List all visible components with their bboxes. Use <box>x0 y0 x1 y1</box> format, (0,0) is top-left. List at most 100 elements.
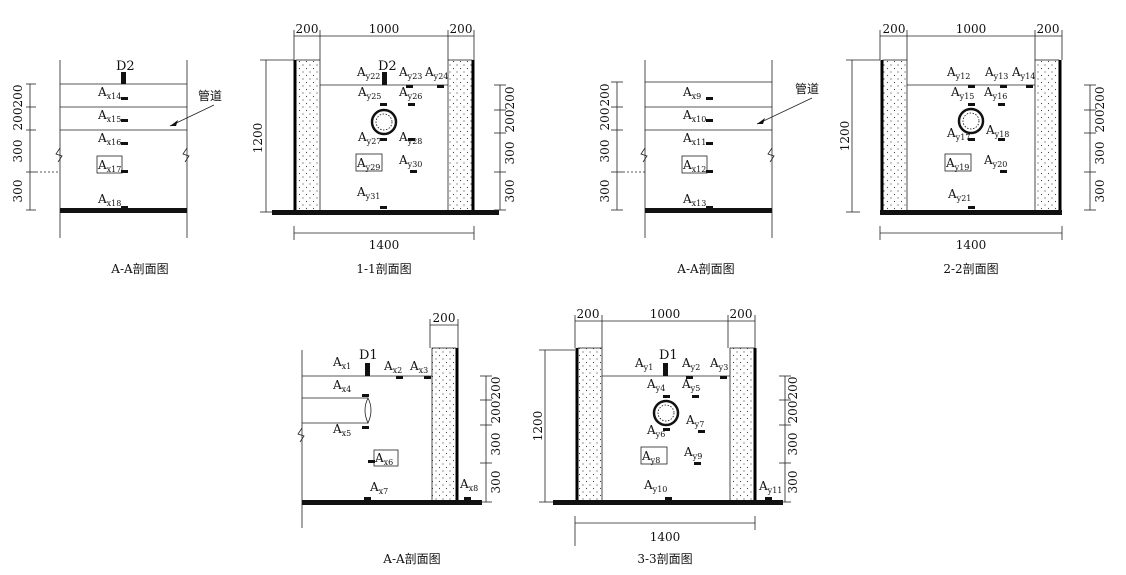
svg-text:Ay8: Ay8 <box>641 449 660 465</box>
gauge-ay26: Ay26 <box>398 85 422 106</box>
svg-text:Ay20: Ay20 <box>983 153 1007 169</box>
dim-200: 200 <box>598 108 612 131</box>
gauge-ay19: Ay19 <box>944 153 972 172</box>
dim-200: 200 <box>11 108 25 131</box>
dim-300: 300 <box>11 180 25 203</box>
svg-text:Ax7: Ax7 <box>369 480 388 496</box>
title-3-3: 3-3剖面图 <box>637 552 692 566</box>
sensor-d2-label: D2 <box>378 59 397 74</box>
svg-text:Ax17: Ax17 <box>97 158 121 174</box>
gauge-ay11: Ay11 <box>758 479 782 500</box>
svg-text:Ax15: Ax15 <box>97 108 121 124</box>
svg-text:Ax11: Ax11 <box>682 131 706 147</box>
gauge-ay27: Ay27 <box>357 130 387 146</box>
dim-1000: 1000 <box>650 307 681 321</box>
dim-300: 300 <box>786 471 800 494</box>
dim-200: 200 <box>883 22 906 36</box>
dim-200: 200 <box>1093 87 1107 110</box>
svg-text:Ax6: Ax6 <box>374 451 393 467</box>
gauge-ay15: Ay15 <box>950 85 975 106</box>
gauge-ay4: Ay4 <box>646 377 670 398</box>
gauge-ay31: Ay31 <box>356 185 387 209</box>
title-aa-d1: A-A剖面图 <box>382 552 440 566</box>
gauge-ay12: Ay12 <box>946 65 975 88</box>
dim-200: 200 <box>296 22 319 36</box>
svg-text:Ax16: Ax16 <box>97 131 121 147</box>
dim-1200: 1200 <box>531 411 545 442</box>
dim-200: 200 <box>503 87 517 110</box>
sensor-d2-label: D2 <box>116 59 135 74</box>
dim-1200: 1200 <box>838 121 852 152</box>
svg-text:Ay13: Ay13 <box>984 65 1008 81</box>
gauge-ay17: Ay17 <box>946 126 975 142</box>
gauge-ay25: Ay25 <box>357 85 387 106</box>
svg-text:Ay26: Ay26 <box>398 85 422 101</box>
gauge-ay21: Ay21 <box>947 187 975 209</box>
title-aa-middle: A-A剖面图 <box>676 262 734 276</box>
gauge-ax9: Ax9 <box>682 85 713 101</box>
dim-1200: 1200 <box>251 123 265 154</box>
svg-text:Ay31: Ay31 <box>356 185 380 201</box>
svg-text:Ay18: Ay18 <box>985 123 1009 139</box>
svg-text:Ax14: Ax14 <box>97 85 121 101</box>
gauge-ay14: Ay14 <box>1011 65 1035 88</box>
dim-300: 300 <box>489 471 503 494</box>
dim-200: 200 <box>786 377 800 400</box>
gauge-ay1: Ay1 <box>634 356 653 372</box>
gauge-ay20: Ay20 <box>983 153 1007 173</box>
gauge-ax15: Ax15 <box>97 108 128 124</box>
gauge-ax12: Ax12 <box>681 155 713 174</box>
dim-300: 300 <box>1093 142 1107 165</box>
svg-text:Ay3: Ay3 <box>709 356 728 372</box>
svg-text:Ay27: Ay27 <box>357 130 381 146</box>
dim-200: 200 <box>1037 22 1060 36</box>
gauge-ay8: Ay8 <box>640 446 668 465</box>
gauge-ay29: Ay29 <box>355 153 383 172</box>
dim-1000: 1000 <box>956 22 987 36</box>
gauge-ax3: Ax3 <box>409 359 431 379</box>
gauge-ay9: Ay9 <box>683 445 702 465</box>
gauge-ay10: Ay10 <box>643 478 672 500</box>
gauge-ax4: Ax4 <box>332 378 369 397</box>
svg-text:Ay1: Ay1 <box>634 356 653 372</box>
sensor-d1-label: D1 <box>659 348 678 363</box>
panel-1-1: 200 1000 200 1200 200 200 300 300 1400 <box>251 22 517 276</box>
svg-text:Ay25: Ay25 <box>357 85 381 101</box>
svg-text:Ay21: Ay21 <box>947 187 971 203</box>
pipe-label: 管道 <box>795 81 819 96</box>
gauge-ay16: Ay16 <box>983 85 1007 106</box>
svg-text:Ax9: Ax9 <box>682 85 701 101</box>
sensor-d1-label: D1 <box>359 348 378 363</box>
svg-text:Ax2: Ax2 <box>383 359 402 375</box>
svg-text:Ax3: Ax3 <box>409 359 428 375</box>
gauge-ax13: Ax13 <box>682 192 713 209</box>
dim-200: 200 <box>503 110 517 133</box>
title-2-2: 2-2剖面图 <box>943 262 998 276</box>
svg-text:Ax5: Ax5 <box>332 422 351 438</box>
gauge-ay7: Ay7 <box>685 413 705 433</box>
gauge-ax1: Ax1 <box>332 355 351 371</box>
panel-2-2: 200 1000 200 1200 200 200 300 300 1400 A… <box>838 22 1107 276</box>
pipe-circle <box>370 108 398 136</box>
dim-300: 300 <box>786 433 800 456</box>
dim-200: 200 <box>489 401 503 424</box>
svg-text:Ay22: Ay22 <box>356 65 380 81</box>
svg-text:Ay6: Ay6 <box>646 423 665 439</box>
panel-aa-d1: 200 200 200 300 300 D1 Ax1 Ax2 Ax3 Ax4 A… <box>297 311 503 566</box>
dim-300: 300 <box>598 180 612 203</box>
gauge-ay28: Ay28 <box>398 130 422 146</box>
gauge-ay22: Ay22 <box>356 65 380 81</box>
gauge-ay24: Ay24 <box>424 65 448 88</box>
gauge-ay3: Ay3 <box>709 356 728 379</box>
gauge-ay5: Ay5 <box>681 377 700 398</box>
dim-300: 300 <box>503 142 517 165</box>
svg-text:Ay16: Ay16 <box>983 85 1007 101</box>
gauge-ay30: Ay30 <box>398 153 422 173</box>
svg-text:Ay15: Ay15 <box>950 85 974 101</box>
gauge-ax5: Ax5 <box>332 422 369 438</box>
svg-text:Ax18: Ax18 <box>97 192 121 208</box>
dim-200: 200 <box>786 401 800 424</box>
title-1-1: 1-1剖面图 <box>356 262 411 276</box>
dim-200: 200 <box>489 377 503 400</box>
